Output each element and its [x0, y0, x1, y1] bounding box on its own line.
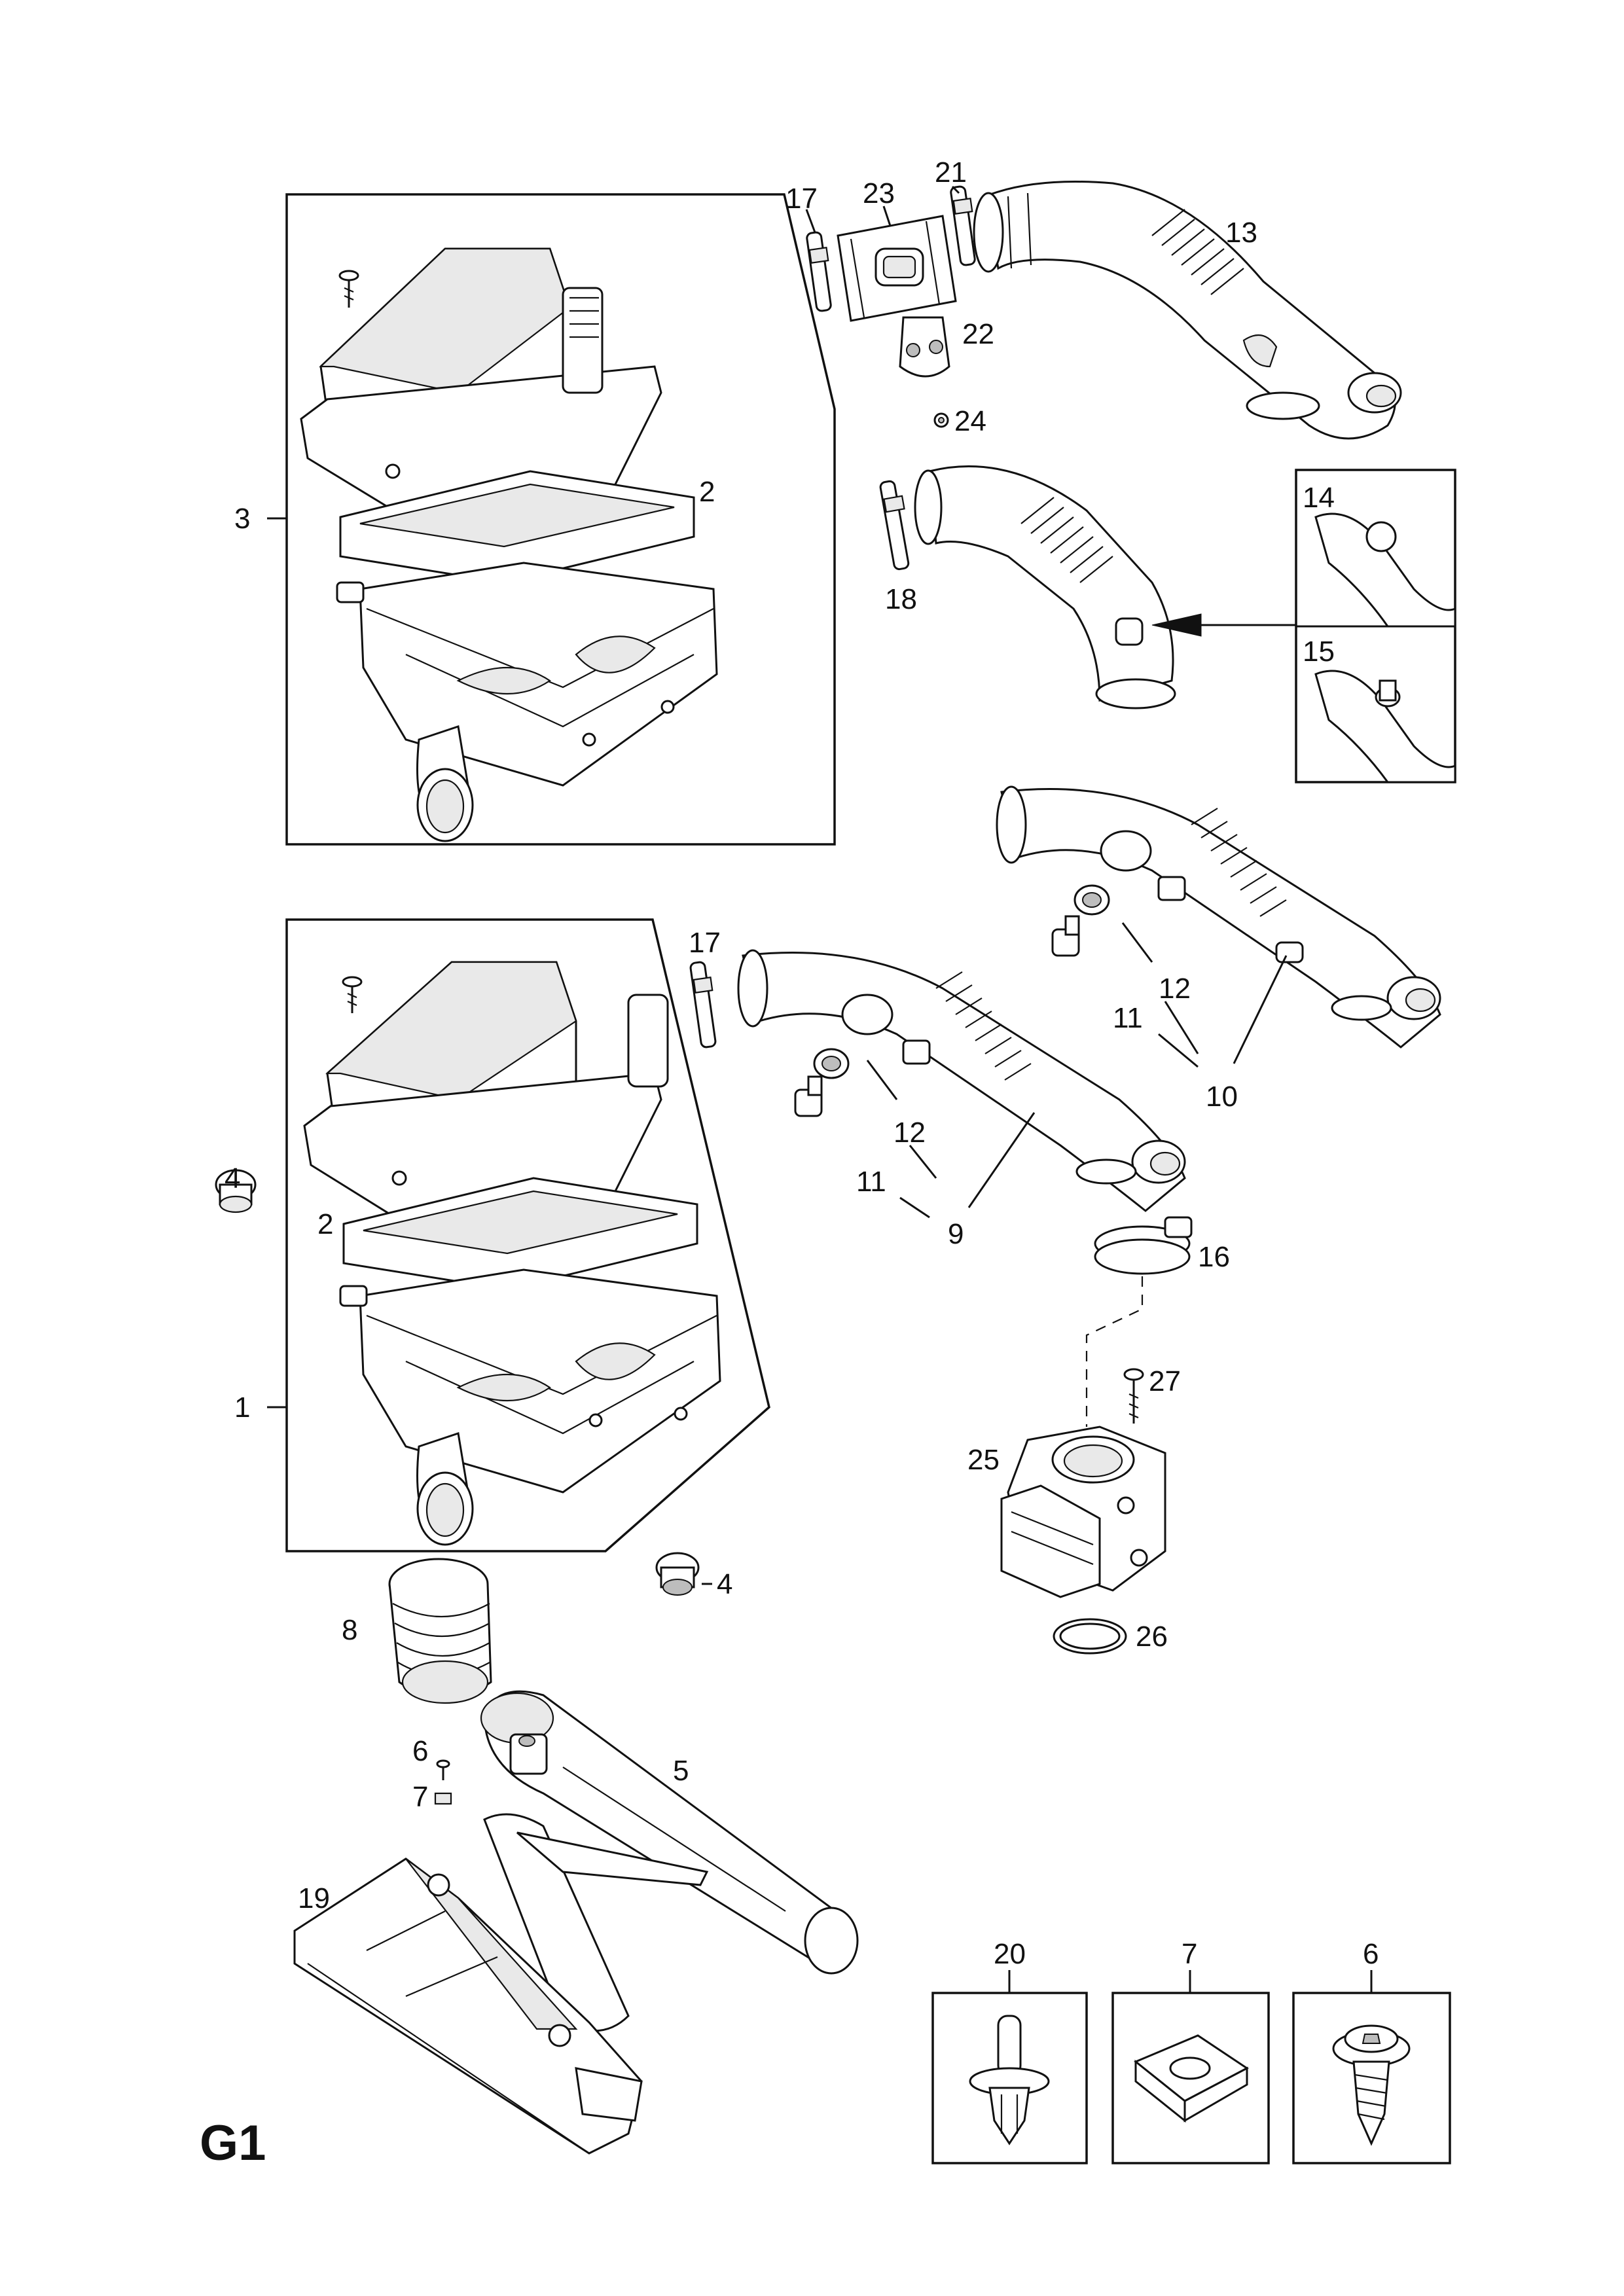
screw-27	[1123, 1368, 1144, 1424]
callout-20: 20	[994, 1938, 1026, 1970]
screw-6-small	[436, 1759, 450, 1780]
callout-7-box: 7	[1182, 1938, 1197, 1970]
air-cleaner-assembly-upper	[267, 193, 836, 846]
resonator-duct-5	[480, 1690, 859, 2032]
grommet-right	[655, 1552, 712, 1596]
air-deflector-19	[293, 1857, 643, 2155]
hose-clamp-16	[1094, 1216, 1193, 1275]
callout-12-upper: 12	[1159, 973, 1191, 1005]
leaders-9-group	[866, 1060, 1036, 1219]
detail-box-6	[1292, 1970, 1451, 2164]
leader-23	[882, 206, 892, 226]
leaders-10-group	[1121, 922, 1288, 1068]
air-intake-duct-13	[973, 181, 1402, 440]
clamp-21	[950, 185, 976, 266]
callout-23: 23	[863, 177, 895, 209]
callout-4-left: 4	[225, 1162, 240, 1194]
air-cleaner-housing-lower	[339, 1268, 721, 1546]
sensor-11-lower	[794, 1075, 823, 1117]
leader-17a	[805, 209, 816, 233]
callout-12-lower: 12	[893, 1117, 926, 1149]
callout-26: 26	[1136, 1621, 1168, 1653]
throttle-body-25	[1000, 1426, 1166, 1598]
callout-24: 24	[954, 405, 986, 437]
callout-18: 18	[885, 583, 917, 615]
callout-25: 25	[967, 1444, 1000, 1476]
callout-1: 1	[234, 1391, 250, 1424]
callout-22: 22	[962, 318, 994, 350]
intake-duct-9	[737, 949, 1186, 1212]
callout-3: 3	[234, 503, 250, 535]
callout-4-right: 4	[717, 1568, 732, 1600]
inlet-bellows-8	[388, 1558, 492, 1704]
callout-19: 19	[298, 1882, 330, 1914]
clip-7-small	[434, 1792, 452, 1805]
air-cleaner-housing-upper	[336, 562, 718, 842]
filter-element-lower	[342, 1177, 698, 1291]
seal-12-lower	[813, 1048, 850, 1079]
intake-duct-10	[996, 785, 1441, 1049]
air-cleaner-assembly-lower	[267, 918, 770, 1552]
callout-6-box: 6	[1363, 1938, 1379, 1970]
screw-lower	[342, 976, 363, 1013]
screw-24	[933, 412, 949, 428]
callout-7-small: 7	[412, 1781, 428, 1813]
sheet-id: G1	[200, 2115, 266, 2171]
detail-box-14-15	[1151, 469, 1456, 783]
assembly-frame-upper	[285, 193, 836, 846]
callout-2-lower: 2	[317, 1208, 333, 1240]
callout-10: 10	[1206, 1081, 1238, 1113]
clamp-18	[879, 480, 910, 571]
callout-21: 21	[935, 156, 967, 188]
maf-sensor-housing-23	[837, 215, 957, 322]
callout-11-upper: 11	[1113, 1002, 1143, 1034]
callout-13: 13	[1225, 217, 1257, 249]
leader-21	[951, 185, 960, 194]
clamp-17-lower	[689, 961, 717, 1049]
gasket-26	[1053, 1618, 1127, 1655]
filter-element-upper	[339, 470, 695, 584]
callout-6-small: 6	[412, 1735, 428, 1767]
callout-11-lower: 11	[856, 1166, 886, 1198]
assembly-frame-lower	[285, 918, 770, 1552]
callout-17-lower: 17	[689, 927, 721, 959]
callout-9: 9	[948, 1218, 964, 1250]
clamp-17-top	[806, 231, 832, 312]
callout-27: 27	[1149, 1365, 1181, 1397]
maf-sensor-22	[899, 316, 950, 378]
sensor-11-upper	[1051, 915, 1080, 957]
callout-15: 15	[1303, 636, 1335, 668]
seal-12-upper	[1074, 884, 1110, 916]
callout-17-upper: 17	[785, 183, 818, 215]
callout-14: 14	[1303, 482, 1335, 514]
detail-box-20	[931, 1970, 1088, 2164]
assembly-dashline	[1085, 1276, 1144, 1427]
callout-5: 5	[673, 1755, 689, 1787]
detail-box-7	[1111, 1970, 1270, 2164]
callout-16: 16	[1198, 1241, 1230, 1273]
callout-8: 8	[342, 1614, 357, 1646]
grommet-left	[215, 1169, 257, 1213]
callout-2-upper: 2	[699, 476, 715, 508]
screw-upper	[338, 270, 359, 308]
air-duct-variant	[914, 465, 1176, 709]
